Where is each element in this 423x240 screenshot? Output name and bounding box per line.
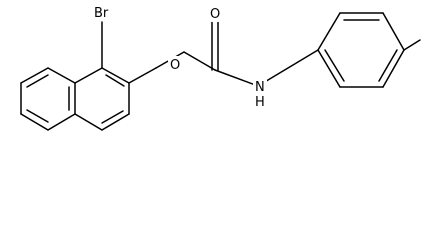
- amide-hydrogen-label: H: [255, 95, 265, 110]
- bond: [183, 51, 216, 71]
- bond: [382, 12, 405, 51]
- amide-nitrogen-label: N: [255, 80, 265, 95]
- bond: [382, 49, 405, 88]
- bond: [317, 49, 341, 88]
- double-bond-inner: [101, 110, 124, 124]
- bond: [257, 49, 319, 87]
- ether-oxygen-label: O: [170, 58, 180, 73]
- methyl-bond: [403, 39, 421, 51]
- label-background: [92, 4, 114, 21]
- label-background: [253, 79, 267, 109]
- bond: [128, 67, 157, 84]
- amide-group: [211, 21, 319, 87]
- naphthalene-right-ring: [74, 67, 130, 131]
- bond: [47, 67, 76, 84]
- structure-canvas: Br O O N H: [20, 4, 421, 131]
- double-bond-inner: [378, 49, 398, 82]
- bond: [47, 113, 76, 131]
- double-bond-inner: [26, 109, 49, 123]
- bond: [74, 113, 103, 131]
- double-bond-inner: [26, 74, 49, 88]
- molecule-diagram: Br O O N H: [20, 4, 421, 131]
- label-background: [208, 6, 222, 22]
- carbonyl-oxygen-label: O: [210, 7, 220, 22]
- double-bond-inner: [105, 74, 125, 87]
- bond: [20, 113, 49, 131]
- double-bond-inner: [324, 49, 345, 82]
- label-background: [168, 56, 182, 73]
- bond: [20, 67, 49, 84]
- bromine-atom-label: Br: [94, 6, 109, 21]
- bond: [101, 113, 130, 131]
- bond: [317, 12, 341, 51]
- tolyl-ring: [317, 12, 421, 88]
- bond: [214, 69, 259, 87]
- bond: [101, 67, 130, 84]
- bond: [74, 67, 103, 84]
- naphthalene-left-ring: [20, 67, 76, 131]
